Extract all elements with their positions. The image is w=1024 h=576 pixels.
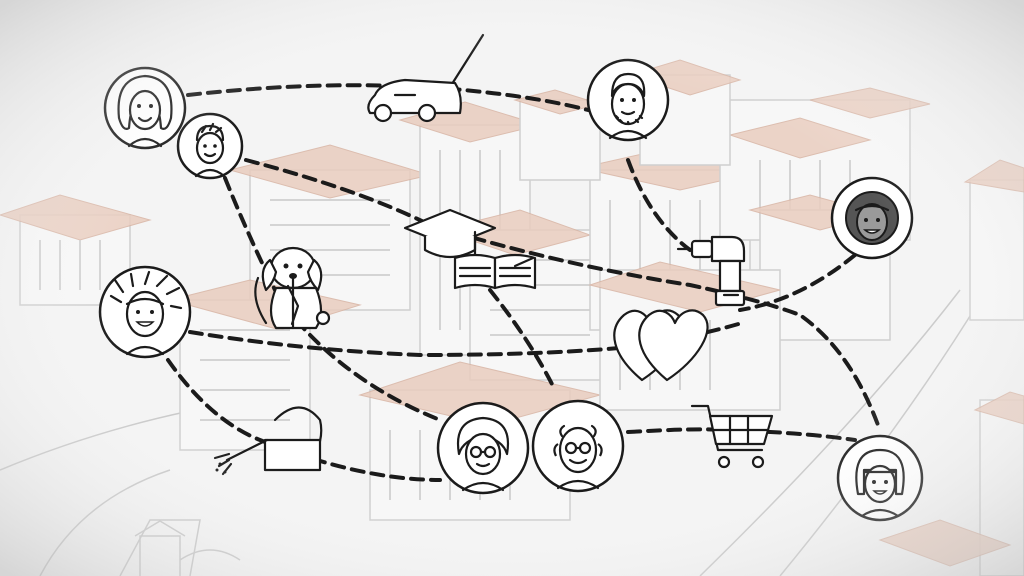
vignette-overlay bbox=[0, 0, 1024, 576]
neighborhood-network-diagram bbox=[0, 0, 1024, 576]
